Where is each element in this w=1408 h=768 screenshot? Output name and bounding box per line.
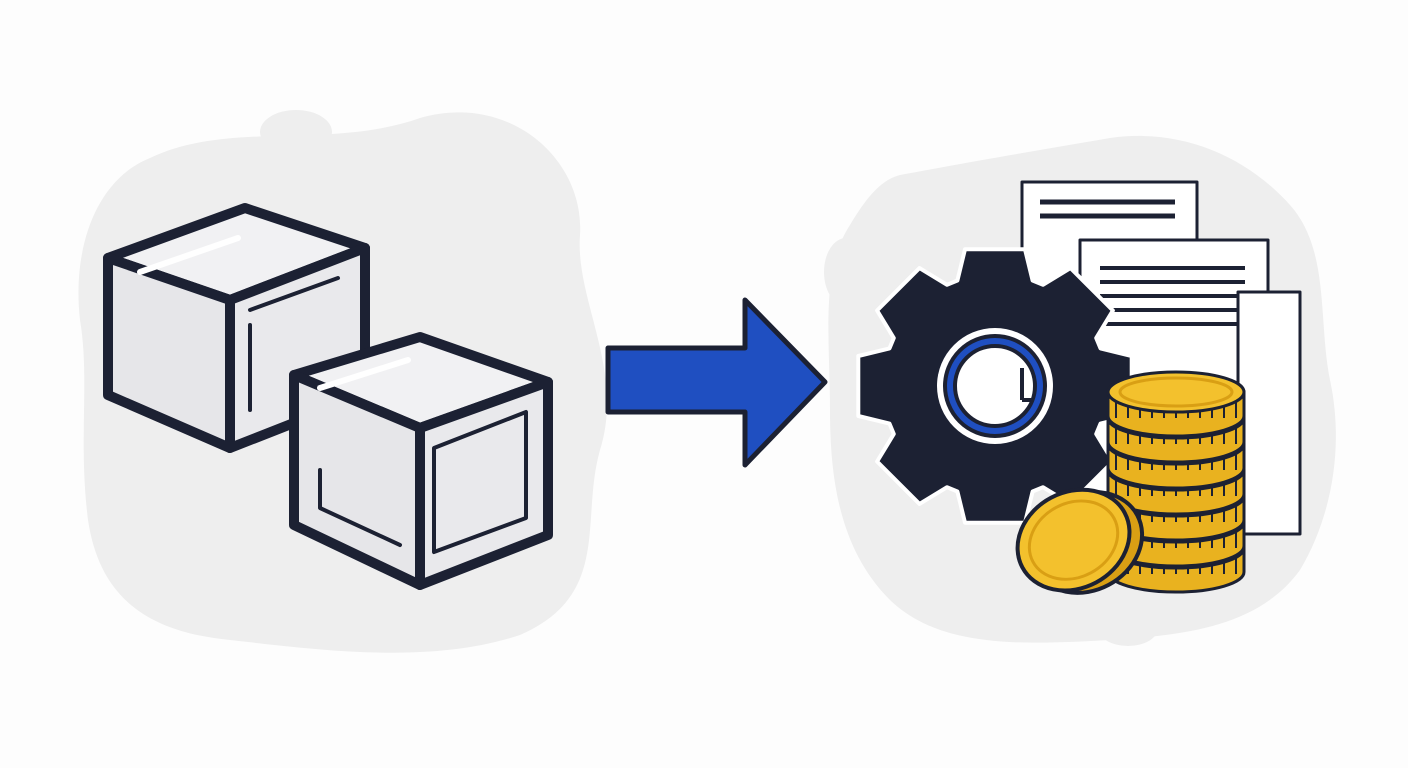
document-front (1236, 290, 1302, 536)
coin-icon (1015, 487, 1145, 595)
stacked-coin (1106, 370, 1246, 438)
front-cube (289, 332, 553, 590)
cube-pair-icon (103, 203, 553, 590)
right-arrow-icon (605, 297, 828, 468)
gear-icon (856, 247, 1134, 525)
